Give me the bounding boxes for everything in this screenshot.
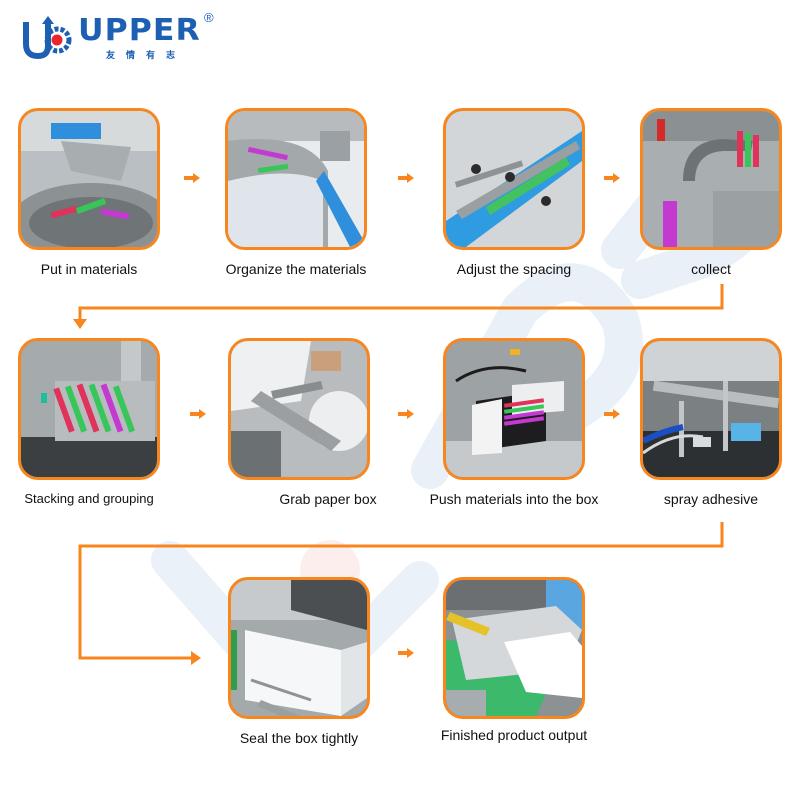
step-photo <box>228 577 370 719</box>
step-photo <box>443 577 585 719</box>
product-output-photo <box>446 580 582 716</box>
step-label: Stacking and grouping <box>24 491 154 506</box>
step-label: spray adhesive <box>663 491 759 507</box>
step-label: Seal the box tightly <box>239 730 359 746</box>
step-finished-product-output: Finished product output <box>441 577 587 743</box>
step-label: collect <box>691 261 731 277</box>
arrow-right-icon <box>190 409 206 419</box>
push-in-unit-photo <box>446 341 582 477</box>
step-organize-the-materials: Organize the materials <box>225 108 367 277</box>
step-label: Put in materials <box>40 261 138 277</box>
step-seal-the-box-tightly: Seal the box tightly <box>228 577 370 746</box>
connector-row1-to-row2 <box>78 284 724 320</box>
box-sealing-photo <box>231 580 367 716</box>
stacking-unit-photo <box>21 341 157 477</box>
arrow-right-icon <box>184 173 200 183</box>
arrowhead-right <box>191 651 201 665</box>
step-label: Adjust the spacing <box>456 261 572 277</box>
brand-logo: UPPER ® 友情有志 <box>22 10 222 60</box>
step-photo <box>228 338 370 480</box>
step-photo <box>18 108 160 250</box>
step-stacking-and-grouping: Stacking and grouping <box>18 338 160 506</box>
step-grab-paper-box: Grab paper box <box>228 338 377 507</box>
step-photo <box>225 108 367 250</box>
step-photo <box>640 338 782 480</box>
arrow-right-icon <box>604 409 620 419</box>
brand-name: UPPER <box>78 13 201 48</box>
registered-mark: ® <box>204 10 214 25</box>
connector-row2-to-row3 <box>78 522 724 660</box>
step-adjust-the-spacing: Adjust the spacing <box>443 108 585 277</box>
brand-chinese-slogan: 友情有志 <box>106 50 187 60</box>
step-collect: collect <box>640 108 782 277</box>
step-label: Push materials into the box <box>429 491 599 507</box>
arrow-right-icon <box>604 173 620 183</box>
step-photo <box>443 108 585 250</box>
step-spray-adhesive: spray adhesive <box>640 338 782 507</box>
step-put-in-materials: Put in materials <box>18 108 160 277</box>
step-photo <box>443 338 585 480</box>
sorting-turntable-photo <box>228 111 364 247</box>
arrow-right-icon <box>398 648 414 658</box>
carton-pickup-photo <box>231 341 367 477</box>
arrowhead-down <box>73 319 87 329</box>
step-photo <box>18 338 160 480</box>
arrow-right-icon <box>398 173 414 183</box>
collecting-unit-photo <box>643 111 779 247</box>
step-label: Finished product output <box>440 727 588 743</box>
arrow-right-icon <box>398 409 414 419</box>
step-push-materials-into-the-box: Push materials into the box <box>430 338 598 507</box>
step-photo <box>640 108 782 250</box>
gear-up-arrow-logo-icon <box>23 16 72 60</box>
rotary-feeder-photo <box>21 111 157 247</box>
step-label: Grab paper box <box>279 491 377 507</box>
conveyor-spacing-photo <box>446 111 582 247</box>
glue-spray-photo <box>643 341 779 477</box>
step-label: Organize the materials <box>225 261 367 277</box>
